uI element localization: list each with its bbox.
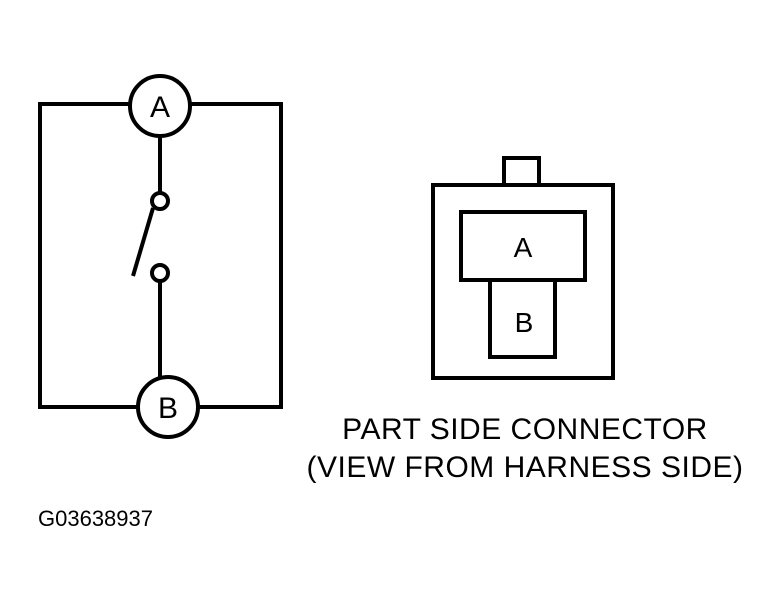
switch-schematic — [38, 74, 283, 439]
connector-caption-line-1: PART SIDE CONNECTOR — [342, 413, 708, 446]
connector-pin-b — [488, 276, 557, 359]
switch-upper-contact — [150, 191, 170, 211]
loop-wire-left — [38, 102, 137, 409]
terminal-a-label: A — [150, 91, 170, 124]
connector-caption-line-2: (VIEW FROM HARNESS SIDE) — [306, 451, 744, 484]
terminal-b-circle — [136, 375, 200, 439]
loop-wire-right — [190, 102, 283, 409]
connector-pin-b-label: B — [515, 307, 534, 338]
connector-view — [431, 156, 615, 380]
connector-pin-a-label: A — [514, 232, 533, 263]
terminal-a-circle — [128, 74, 192, 138]
terminal-b-label: B — [158, 392, 178, 425]
figure-id: G03638937 — [38, 506, 153, 531]
switch-lower-contact — [150, 263, 170, 283]
connector-pin-a — [459, 210, 587, 282]
connector-lock-tab — [502, 156, 541, 187]
switch-blade — [131, 207, 155, 277]
